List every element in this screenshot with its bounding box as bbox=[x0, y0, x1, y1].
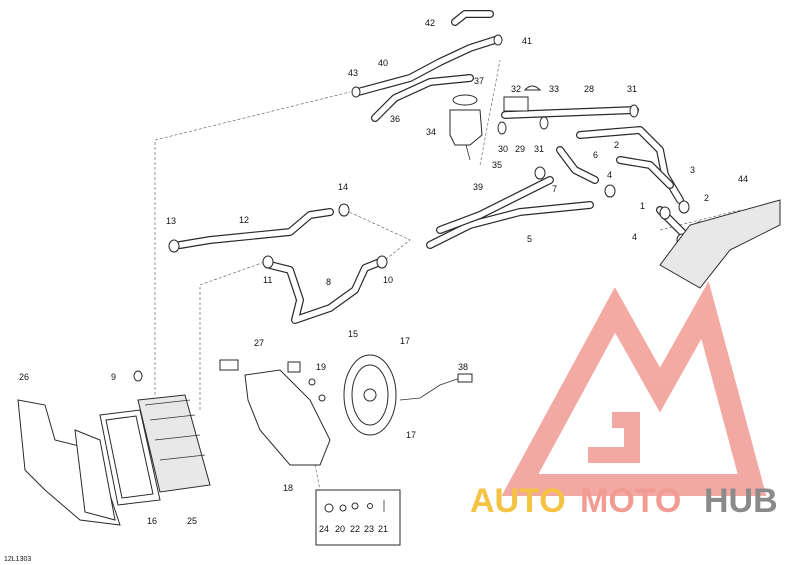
hose-parts bbox=[176, 10, 694, 324]
callout-13: 13 bbox=[166, 216, 176, 226]
callout-10: 10 bbox=[383, 275, 393, 285]
callout-4a: 4 bbox=[632, 232, 637, 242]
callout-28: 28 bbox=[584, 84, 594, 94]
watermark-logo bbox=[501, 281, 767, 496]
watermark-text: AUTO MOTO HUB bbox=[470, 482, 778, 520]
air-deflector-panel bbox=[659, 199, 781, 289]
callout-31b: 31 bbox=[627, 84, 637, 94]
callout-26: 26 bbox=[19, 372, 29, 382]
callout-35: 35 bbox=[492, 160, 502, 170]
callout-1: 1 bbox=[640, 201, 645, 211]
callout-2a: 2 bbox=[614, 140, 619, 150]
leader-lines bbox=[154, 59, 741, 491]
callout-6: 6 bbox=[593, 150, 598, 160]
callout-25: 25 bbox=[187, 516, 197, 526]
callout-7: 7 bbox=[552, 184, 557, 194]
diagram-reference-code: 12L1303 bbox=[4, 556, 31, 563]
watermark-moto: MOTO bbox=[580, 482, 681, 520]
callout-27: 27 bbox=[254, 338, 264, 348]
callout-8: 8 bbox=[326, 277, 331, 287]
callout-32: 32 bbox=[511, 84, 521, 94]
callout-38: 38 bbox=[458, 362, 468, 372]
callout-9: 9 bbox=[111, 372, 116, 382]
callout-11: 11 bbox=[263, 275, 272, 285]
callout-16: 16 bbox=[147, 516, 157, 526]
callout-19: 19 bbox=[316, 362, 326, 372]
callout-30: 30 bbox=[498, 144, 508, 154]
callout-23: 23 bbox=[364, 524, 374, 534]
callout-40: 40 bbox=[378, 58, 388, 68]
callout-33: 33 bbox=[549, 84, 559, 94]
callout-43: 43 bbox=[348, 68, 358, 78]
callout-4b: 4 bbox=[607, 170, 612, 180]
radiator-assembly bbox=[17, 354, 473, 546]
callout-39: 39 bbox=[473, 182, 483, 192]
callout-12: 12 bbox=[239, 215, 249, 225]
callout-36: 36 bbox=[390, 114, 400, 124]
callout-3: 3 bbox=[690, 165, 695, 175]
callout-14: 14 bbox=[338, 182, 348, 192]
callout-5: 5 bbox=[527, 234, 532, 244]
callout-34: 34 bbox=[426, 127, 436, 137]
callout-21: 21 bbox=[378, 524, 388, 534]
callout-29: 29 bbox=[515, 144, 525, 154]
callout-15: 15 bbox=[348, 329, 358, 339]
callout-42: 42 bbox=[425, 18, 435, 28]
callout-18: 18 bbox=[283, 483, 293, 493]
callout-labels: 1 2 2 3 4 4 5 6 7 8 9 10 11 12 13 14 15 … bbox=[4, 18, 748, 563]
callout-44: 44 bbox=[738, 174, 748, 184]
expansion-tank bbox=[449, 85, 542, 161]
callout-17b: 17 bbox=[406, 430, 416, 440]
hose-clamps bbox=[133, 34, 706, 382]
callout-41: 41 bbox=[522, 36, 532, 46]
callout-31a: 31 bbox=[534, 144, 544, 154]
callout-24: 24 bbox=[319, 524, 329, 534]
callout-17a: 17 bbox=[400, 336, 410, 346]
callout-20: 20 bbox=[335, 524, 345, 534]
watermark-auto: AUTO bbox=[470, 482, 566, 520]
callout-22: 22 bbox=[350, 524, 360, 534]
callout-2b: 2 bbox=[704, 193, 709, 203]
watermark-hub: HUB bbox=[704, 482, 778, 520]
callout-37: 37 bbox=[474, 76, 484, 86]
